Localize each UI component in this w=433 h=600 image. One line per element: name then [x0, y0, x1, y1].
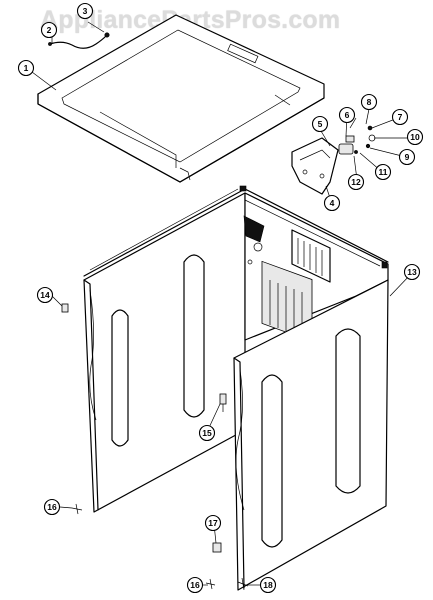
svg-text:7: 7	[398, 112, 403, 122]
svg-text:13: 13	[407, 267, 417, 277]
callout-18: 18	[259, 576, 277, 594]
cabinet-clip	[212, 542, 222, 553]
control-bracket	[291, 137, 339, 195]
svg-text:4: 4	[330, 198, 335, 208]
callout-10: 10	[406, 128, 424, 146]
svg-text:18: 18	[263, 580, 273, 590]
callout-17: 17	[204, 514, 222, 532]
callout-13: 13	[403, 263, 421, 281]
callout-8: 8	[360, 93, 378, 111]
callout-3: 3	[76, 2, 94, 20]
svg-text:5: 5	[318, 119, 323, 129]
callout-9: 9	[398, 148, 416, 166]
callout-15: 15	[198, 424, 216, 442]
svg-text:15: 15	[202, 428, 212, 438]
svg-text:16: 16	[47, 502, 57, 512]
svg-text:12: 12	[351, 177, 361, 187]
svg-text:10: 10	[410, 132, 420, 142]
harness-clip	[219, 393, 227, 412]
callout-4: 4	[323, 194, 341, 212]
svg-text:9: 9	[405, 152, 410, 162]
callout-1: 1	[17, 59, 35, 77]
svg-text:16: 16	[190, 580, 200, 590]
callout-6: 6	[338, 106, 356, 124]
wire-harness	[48, 32, 110, 49]
callout-5: 5	[311, 115, 329, 133]
callout-12: 12	[347, 173, 365, 191]
svg-text:11: 11	[379, 167, 388, 177]
callout-14: 14	[36, 286, 54, 304]
callout-2: 2	[40, 21, 58, 39]
leveling-leg-left	[71, 503, 83, 515]
cabinet	[83, 185, 389, 591]
leveling-leg-bottom	[205, 578, 216, 590]
svg-text:1: 1	[24, 63, 29, 73]
callout-7: 7	[391, 108, 409, 126]
svg-text:14: 14	[40, 290, 50, 300]
thermostat-assembly	[338, 117, 376, 155]
svg-text:2: 2	[47, 25, 52, 35]
callout-11: 11	[374, 163, 392, 181]
top-panel	[37, 14, 325, 183]
svg-text:3: 3	[83, 6, 88, 16]
svg-text:17: 17	[208, 518, 218, 528]
callout-16-bottom: 16	[186, 576, 204, 594]
callout-16-left: 16	[43, 498, 61, 516]
svg-text:8: 8	[367, 97, 372, 107]
door-switch	[61, 303, 69, 313]
svg-text:6: 6	[345, 110, 350, 120]
screw	[237, 577, 249, 591]
